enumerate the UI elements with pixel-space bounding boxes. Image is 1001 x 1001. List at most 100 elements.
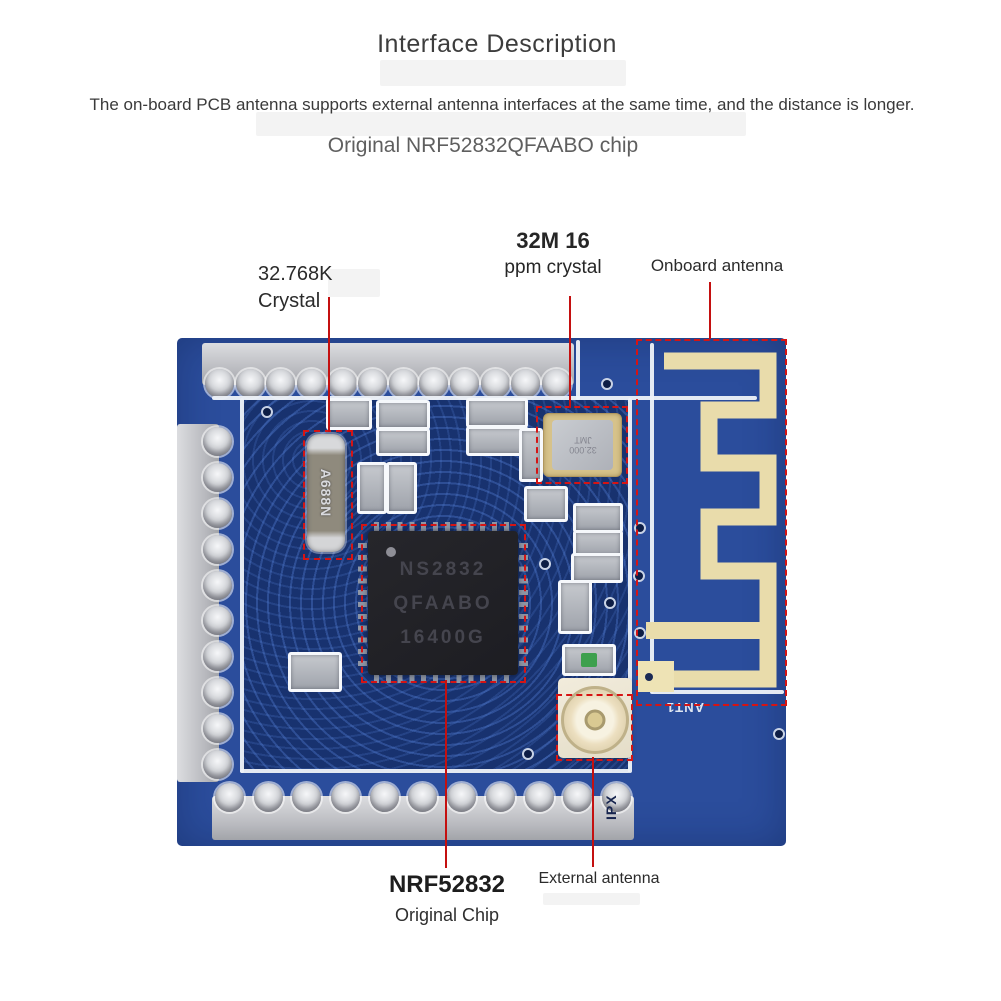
label-crystal-32m-line2: ppm crystal (504, 256, 602, 278)
ghost-text-remnant (543, 893, 640, 905)
castellated-pin (511, 369, 541, 398)
castellated-pin (388, 369, 418, 398)
page-subtitle: The on-board PCB antenna supports extern… (89, 95, 915, 114)
crystal-32m-lid (552, 420, 613, 470)
label-onboard-antenna: Onboard antenna (650, 256, 784, 275)
callout-line-main-chip (445, 680, 447, 868)
castellated-pin (235, 369, 265, 398)
label-crystal-32k: 32.768K Crystal (258, 261, 333, 315)
crystal-32m: 32.000 JMT (543, 413, 622, 477)
smd-component (573, 503, 623, 533)
callout-line-crystal-32m (569, 296, 571, 408)
smd-component (466, 398, 528, 428)
label-crystal-32m-line1: 32M 16 (516, 228, 590, 253)
smd-component (288, 652, 342, 692)
castellated-pin (331, 783, 361, 812)
chip-marking-line2: QFAABO (393, 593, 493, 614)
chip-pin1-dot (386, 547, 396, 557)
led-glow (581, 653, 597, 667)
callout-box-ipx (556, 694, 633, 761)
callout-line-crystal-32k (328, 297, 330, 432)
smd-component (376, 400, 430, 430)
via-dot (522, 748, 534, 760)
castellated-pin (203, 714, 232, 743)
label-crystal-32m: 32M 16 ppm crystal (504, 227, 601, 280)
castellated-pin (203, 606, 232, 636)
callout-box-crystal-32m (536, 406, 628, 484)
label-main-chip-line2: Original Chip (394, 905, 500, 925)
ipx-connector (558, 678, 632, 758)
pcb-pin-column-left (177, 424, 232, 782)
onboard-antenna-trace (638, 352, 777, 692)
antenna-feed-pad (638, 661, 674, 692)
castellated-pin (485, 783, 515, 812)
chip-marking-line3: 16400G (400, 627, 486, 648)
callout-box-onboard-antenna (636, 339, 787, 706)
chip-pins-top (374, 522, 514, 531)
pcb-pin-row-top (202, 343, 574, 398)
castellated-pin (563, 783, 593, 812)
antenna-stub (646, 622, 770, 639)
label-crystal-32k-line1: 32.768K (258, 263, 333, 285)
crystal-32k: A688N (307, 434, 345, 552)
silkscreen-line-topright (576, 340, 580, 400)
castellated-pin (296, 369, 326, 398)
callout-line-external-antenna (592, 757, 594, 867)
pcb-pin-row-bottom (212, 783, 634, 840)
castellated-pin (215, 783, 244, 812)
callout-box-crystal-32k (303, 430, 353, 560)
castellated-pin (450, 369, 479, 398)
callout-box-main-chip (361, 524, 526, 683)
castellated-pin (203, 749, 232, 779)
silkscreen-line-antenna-left (650, 343, 654, 693)
castellated-pin (292, 783, 322, 812)
castellated-pin (541, 369, 571, 398)
label-main-chip: NRF52832 Original Chip (389, 871, 505, 926)
castellated-pin (327, 369, 357, 398)
silkscreen-line-right (628, 398, 632, 773)
castellated-pin (419, 369, 449, 398)
castellated-pin (205, 369, 234, 398)
smd-component (376, 428, 430, 456)
castellated-pin (203, 462, 232, 492)
castellated-pin (524, 783, 554, 812)
smd-component (524, 486, 568, 522)
led-indicator (562, 644, 616, 676)
ghost-text-remnant (380, 60, 626, 86)
castellated-pin (480, 369, 510, 398)
silkscreen-line-antenna-bottom (650, 690, 784, 694)
smd-component (571, 553, 623, 583)
smd-component (386, 462, 417, 514)
silkscreen-line-left (240, 398, 244, 773)
via-dot (601, 378, 613, 390)
ipx-center-pin (584, 709, 606, 731)
castellated-pin (203, 642, 232, 672)
via-dot (261, 406, 273, 418)
silkscreen-line-bottom (240, 769, 630, 773)
castellated-pin (203, 534, 232, 564)
castellated-pin (601, 783, 631, 812)
chip-marking-line1: NS2832 (399, 559, 487, 580)
chip-pins-bottom (374, 674, 514, 683)
label-main-chip-line1: NRF52832 (388, 871, 506, 898)
via-dot (604, 597, 616, 609)
via-dot (773, 728, 785, 740)
label-external-antenna: External antenna (538, 870, 660, 887)
chip-description-line: Original NRF52832QFAABO chip (327, 134, 639, 157)
smd-component (519, 428, 543, 482)
smd-component (326, 398, 372, 430)
ghost-text-remnant (256, 112, 746, 136)
smd-component (357, 462, 387, 514)
ipx-silk-label: IPX (603, 794, 619, 820)
castellated-pin (253, 783, 283, 812)
castellated-pin (358, 369, 388, 398)
main-chip: NS2832 QFAABO 16400G (368, 531, 518, 675)
castellated-pin (408, 783, 438, 812)
chip-pins-right (519, 538, 528, 666)
callout-line-onboard-antenna (709, 282, 711, 339)
feed-via (645, 673, 653, 681)
page-title: Interface Description (377, 30, 617, 58)
castellated-pin (447, 783, 477, 812)
castellated-pin (203, 678, 232, 708)
